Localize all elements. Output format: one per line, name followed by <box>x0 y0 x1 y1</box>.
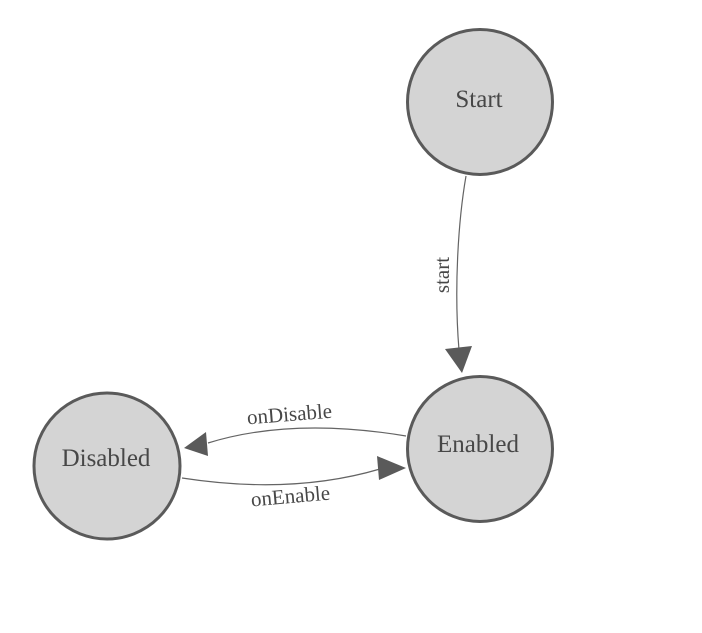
state-enabled: Enabled <box>406 375 554 523</box>
transition-onenable: onEnable <box>181 456 406 511</box>
transition-ondisable: onDisable <box>184 399 407 456</box>
state-node-enabled[interactable] <box>406 375 554 523</box>
state-label-disabled: Disabled <box>62 445 151 472</box>
state-disabled: Disabled <box>32 391 182 541</box>
transition-edge-onenable <box>181 468 381 486</box>
transition-label-ondisable: onDisable <box>246 399 333 430</box>
state-start: Start <box>406 28 554 176</box>
state-node-start[interactable] <box>406 28 554 176</box>
transition-start: start <box>430 175 472 373</box>
transition-label-start: start <box>430 257 454 293</box>
state-label-start: Start <box>455 86 502 113</box>
transition-edge-ondisable <box>207 427 407 444</box>
transition-edge-start <box>456 175 467 351</box>
state-label-enabled: Enabled <box>437 431 519 458</box>
arrowhead-disabled-to-enabled-icon <box>377 456 406 480</box>
state-node-disabled[interactable] <box>32 391 182 541</box>
arrowhead-enabled-to-disabled-icon <box>184 432 208 456</box>
arrowhead-start-to-enabled-icon <box>445 346 472 373</box>
